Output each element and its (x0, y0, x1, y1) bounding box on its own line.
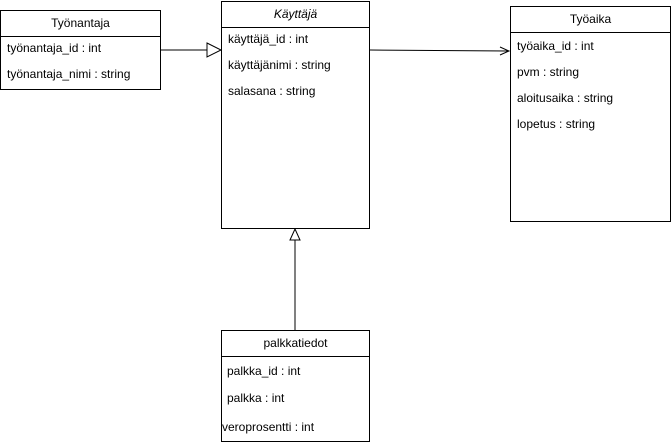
attribute-veroprosentti: veroprosentti : int (222, 420, 315, 434)
association-line-kayttaja-tyoaika (369, 49, 509, 52)
attribute-palkka-id: palkka_id : int (227, 364, 301, 378)
attribute-kayttajanimi: käyttäjänimi : string (228, 58, 331, 72)
class-tyoaika[interactable]: Työaika työaika_id : int pvm : string al… (510, 6, 671, 222)
class-title: Käyttäjä (222, 2, 369, 28)
class-palkkatiedot[interactable]: palkkatiedot palkka_id : int palkka : in… (221, 330, 370, 442)
class-tyonantaja[interactable]: Työnantaja työnantaja_id : int työnantaj… (0, 10, 161, 90)
class-title: Työaika (511, 7, 670, 33)
attribute-palkka: palkka : int (227, 391, 285, 405)
attribute-tyonantaja-id: työnantaja_id : int (7, 41, 102, 55)
attribute-salasana: salasana : string (228, 84, 316, 98)
class-title: Työnantaja (1, 11, 160, 37)
attribute-tyonantaja-nimi: työnantaja_nimi : string (7, 67, 131, 81)
attribute-lopetus: lopetus : string (517, 117, 596, 131)
attribute-tyoaika-id: työaika_id : int (517, 39, 594, 53)
class-kayttaja[interactable]: Käyttäjä käyttäjä_id : int käyttäjänimi … (221, 1, 370, 229)
class-title: palkkatiedot (222, 331, 369, 357)
attribute-kayttaja-id: käyttäjä_id : int (228, 32, 309, 46)
attribute-pvm: pvm : string (517, 65, 580, 79)
generalization-arrowhead-kayttaja-left (206, 42, 223, 58)
attribute-aloitusaika: aloitusaika : string (517, 91, 614, 105)
association-arrowhead-tyoaika (499, 46, 511, 56)
generalization-arrowhead-kayttaja-bottom (289, 227, 301, 241)
